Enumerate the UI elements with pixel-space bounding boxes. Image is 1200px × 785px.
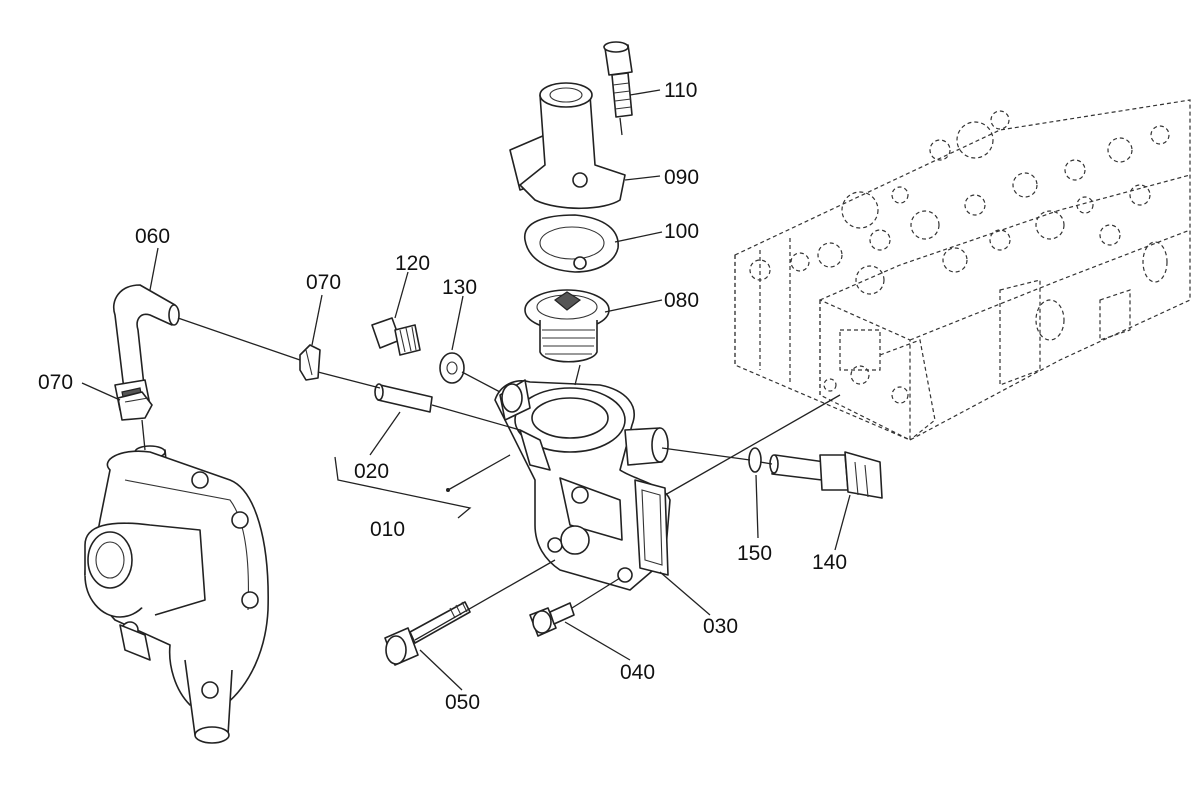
clamp-070-upper-drawing bbox=[299, 344, 321, 381]
part-label-100: 100 bbox=[664, 220, 699, 243]
part-label-070-upper: 070 bbox=[306, 271, 341, 294]
part-label-140: 140 bbox=[812, 551, 847, 574]
clamp-070-lower-drawing bbox=[117, 391, 153, 421]
part-label-010: 010 bbox=[370, 518, 405, 541]
part-label-070-lower: 070 bbox=[38, 371, 73, 394]
bolt-050-drawing bbox=[384, 601, 471, 666]
bolt-040-drawing bbox=[529, 602, 575, 637]
part-label-150: 150 bbox=[737, 542, 772, 565]
sensor-140-drawing bbox=[769, 451, 883, 499]
gasket-100-drawing bbox=[524, 214, 619, 273]
part-label-090: 090 bbox=[664, 166, 699, 189]
part-label-120: 120 bbox=[395, 252, 430, 275]
cylinder-head-drawing bbox=[734, 99, 1191, 441]
cover-090-drawing bbox=[509, 82, 626, 210]
part-label-050: 050 bbox=[445, 691, 480, 714]
washer-130-drawing bbox=[439, 352, 465, 384]
part-label-060: 060 bbox=[135, 225, 170, 248]
pipe-020-drawing bbox=[374, 383, 433, 413]
water-pump-drawing bbox=[84, 445, 269, 744]
washer-150-drawing bbox=[748, 447, 762, 473]
part-label-130: 130 bbox=[442, 276, 477, 299]
callout-leaders bbox=[81, 89, 851, 691]
bolt-110-drawing bbox=[603, 41, 633, 118]
hose-060-drawing bbox=[113, 284, 180, 411]
part-label-040: 040 bbox=[620, 661, 655, 684]
thermostat-housing-drawing bbox=[494, 379, 671, 591]
part-label-080: 080 bbox=[664, 289, 699, 312]
part-label-020: 020 bbox=[354, 460, 389, 483]
plug-120-drawing bbox=[371, 317, 421, 356]
part-label-030: 030 bbox=[703, 615, 738, 638]
assembly-lines bbox=[141, 117, 841, 641]
part-label-110: 110 bbox=[664, 79, 697, 102]
gasket-030-drawing bbox=[634, 479, 669, 576]
thermostat-080-drawing bbox=[524, 289, 610, 363]
